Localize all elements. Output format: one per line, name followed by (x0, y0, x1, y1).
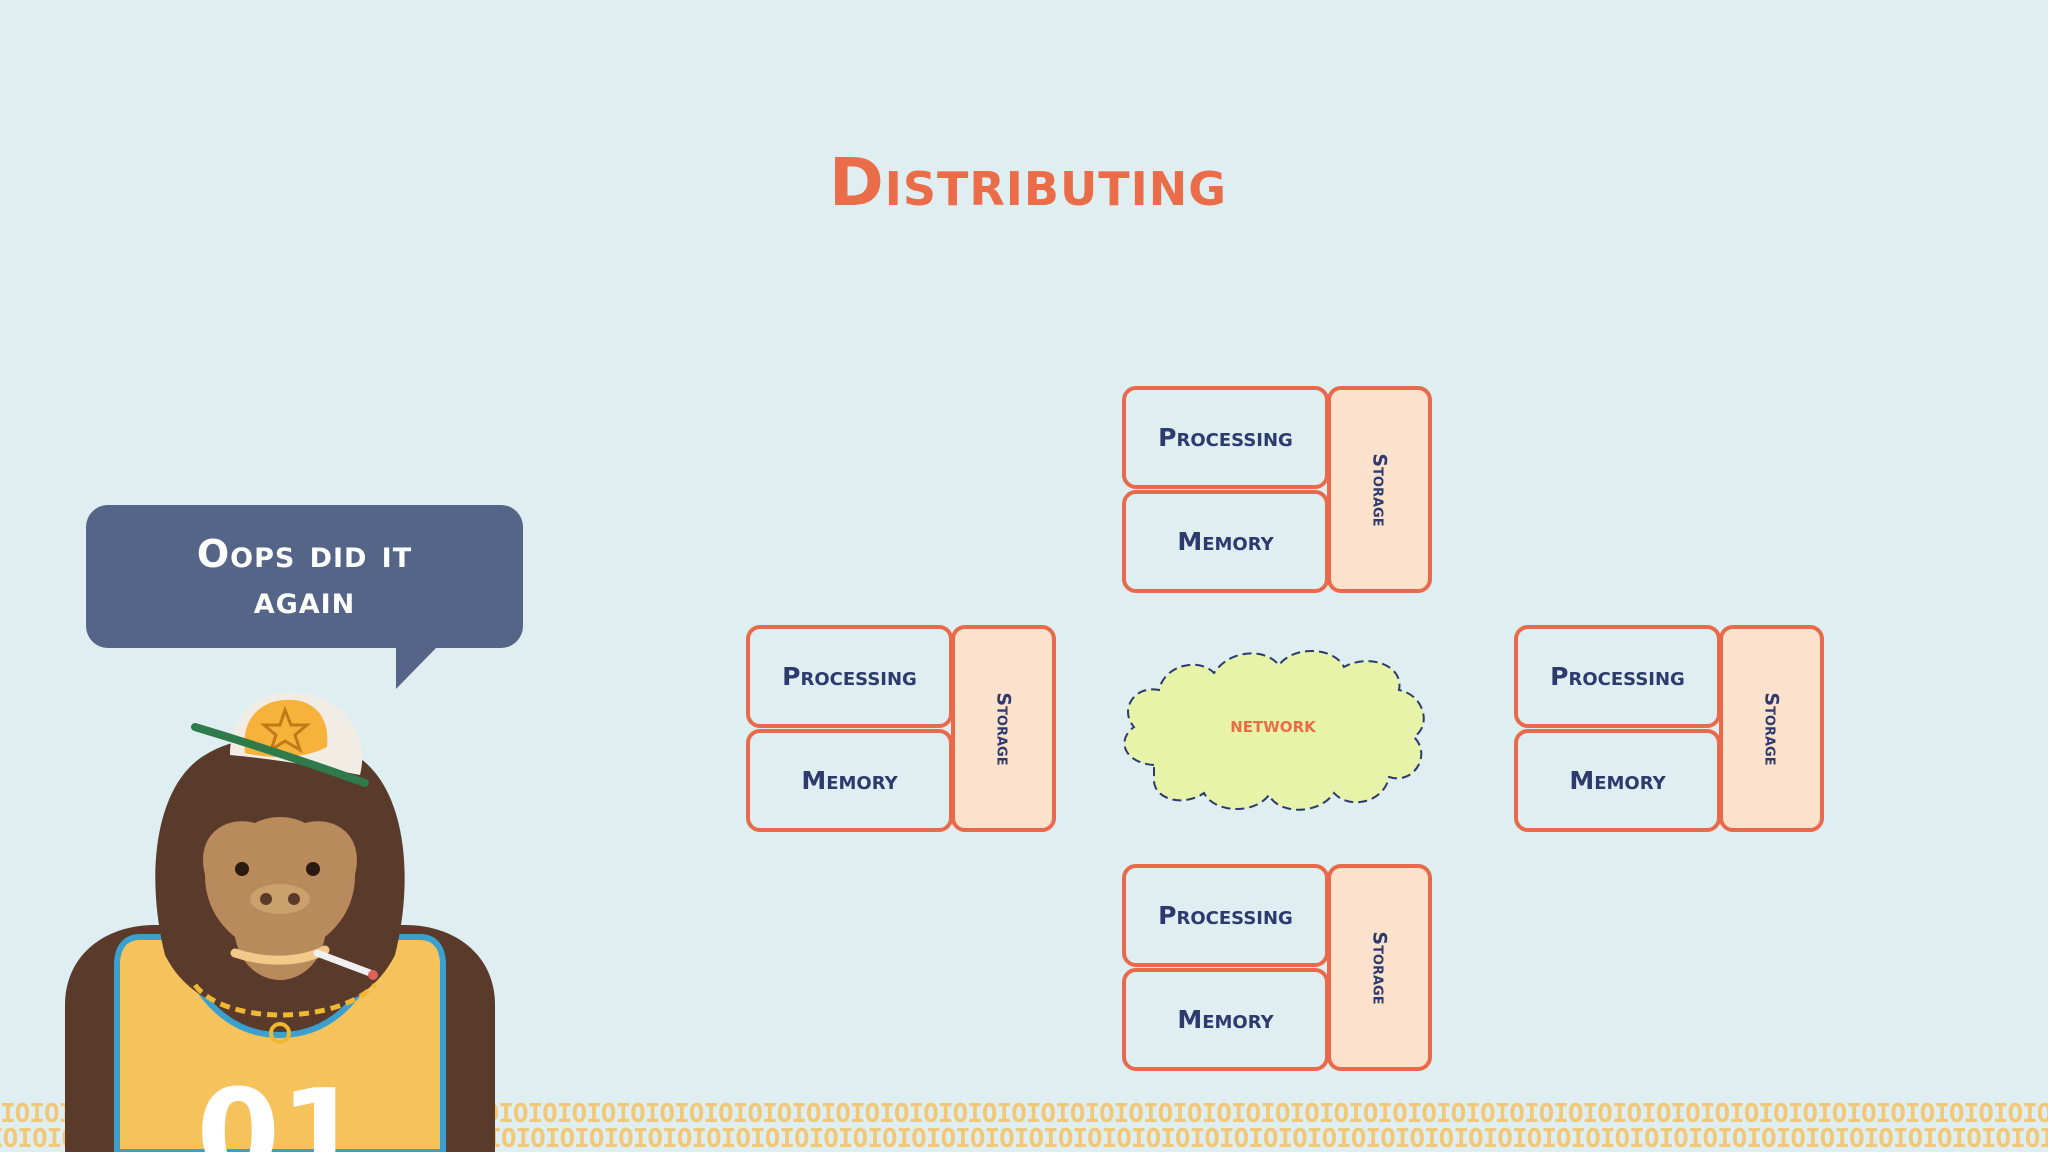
network-cloud (1123, 650, 1425, 811)
node-top: Processing Memory Storage (1122, 386, 1432, 593)
storage-box: Storage (951, 625, 1056, 832)
node-left: Processing Memory Storage (746, 625, 1056, 832)
memory-label: Memory (801, 766, 898, 795)
processing-box: Processing (746, 625, 953, 728)
storage-label: Storage (1368, 930, 1391, 1005)
memory-box: Memory (1514, 729, 1721, 832)
processing-label: Processing (1550, 662, 1685, 691)
processing-label: Processing (782, 662, 917, 691)
storage-box: Storage (1327, 386, 1432, 593)
processing-label: Processing (1158, 901, 1293, 930)
processing-box: Processing (1514, 625, 1721, 728)
slide-title: Distributing (828, 144, 1228, 221)
speech-bubble-tail (396, 646, 438, 689)
processing-label: Processing (1158, 423, 1293, 452)
gorilla-mascot-illustration: 01 (65, 692, 495, 1152)
svg-text:01: 01 (197, 1065, 364, 1152)
memory-label: Memory (1177, 527, 1274, 556)
storage-box: Storage (1327, 864, 1432, 1071)
node-bottom: Processing Memory Storage (1122, 864, 1432, 1071)
speech-bubble-text: Oops did it again (196, 531, 413, 622)
storage-label: Storage (1368, 452, 1391, 527)
speech-bubble: Oops did it again (86, 505, 523, 648)
network-label: network (1230, 713, 1316, 738)
processing-box: Processing (1122, 864, 1329, 967)
storage-label: Storage (1760, 691, 1783, 766)
node-right: Processing Memory Storage (1514, 625, 1824, 832)
memory-box: Memory (746, 729, 953, 832)
memory-box: Memory (1122, 490, 1329, 593)
memory-label: Memory (1177, 1005, 1274, 1034)
processing-box: Processing (1122, 386, 1329, 489)
storage-label: Storage (992, 691, 1015, 766)
memory-label: Memory (1569, 766, 1666, 795)
storage-box: Storage (1719, 625, 1824, 832)
memory-box: Memory (1122, 968, 1329, 1071)
